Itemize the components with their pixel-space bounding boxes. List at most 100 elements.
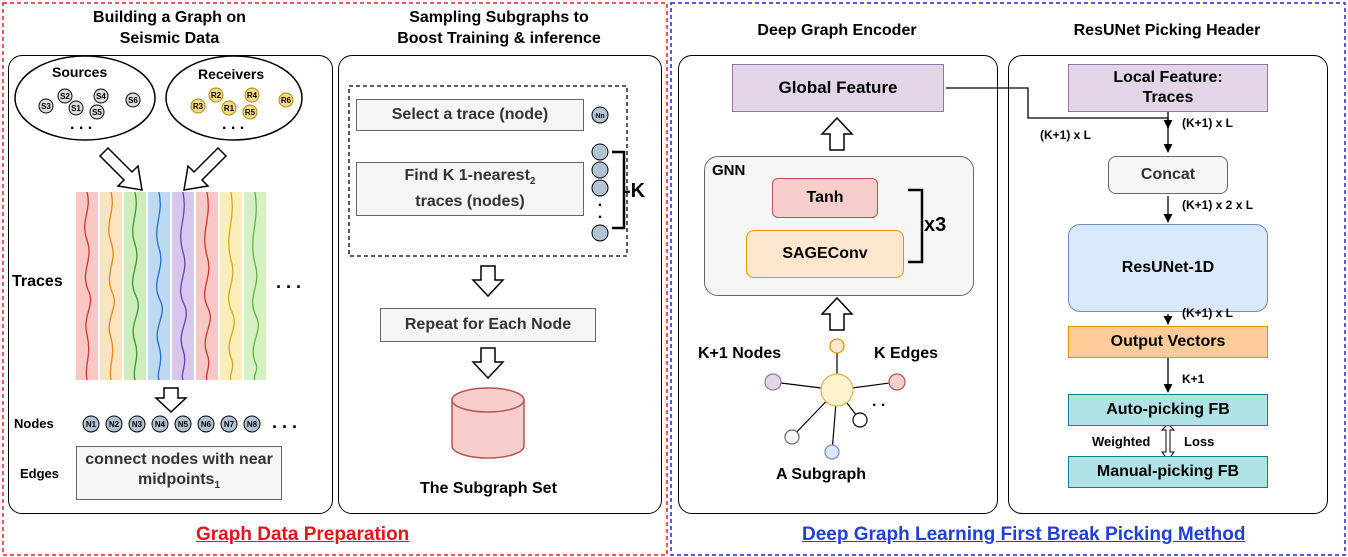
output-vectors-box: Output Vectors [1068, 326, 1268, 358]
picking-header-title: ResUNet Picking Header [1073, 22, 1261, 39]
k-node-stack [591, 143, 609, 242]
weighted-label: Weighted [1092, 434, 1151, 449]
svg-text:S1: S1 [71, 104, 81, 113]
traces-label: Traces [12, 273, 63, 290]
sources-ellipse [14, 55, 156, 141]
nodes-label: Nodes [14, 416, 54, 431]
edges-label: Edges [20, 466, 60, 481]
find-k-text2: traces (nodes) [415, 193, 525, 211]
auto-picking-text: Auto-picking FB [1106, 401, 1230, 418]
arrow-traces-to-nodes [154, 387, 188, 414]
receiver-nodes: R1 R2 R3 R4 R5 R6 [190, 87, 294, 120]
dim-concat: (K+1) x 2 x L [1182, 198, 1254, 212]
find-k-footnote: 2 [529, 176, 536, 188]
manual-picking-text: Manual-picking FB [1096, 463, 1240, 480]
edges-box: connect nodes with near midpoints1 [76, 446, 282, 500]
select-trace-text: Select a trace (node) [391, 106, 549, 123]
trace-bands [76, 192, 266, 380]
sampling-title: Sampling Subgraphs to Boost Training & i… [338, 7, 660, 49]
sageconv-box: SAGEConv [746, 230, 904, 278]
sageconv-text: SAGEConv [782, 245, 868, 262]
encoder-title: Deep Graph Encoder [757, 22, 917, 39]
svg-text:S6: S6 [128, 96, 138, 105]
gnn-label: GNN [712, 162, 746, 179]
svg-text:S2: S2 [60, 92, 70, 101]
tanh-box: Tanh [772, 178, 878, 218]
left-section-border [2, 2, 668, 556]
build-graph-title: Building a Graph on Seismic Data [8, 7, 331, 49]
source-nodes: S1 S2 S3 S4 S5 S6 [38, 88, 141, 120]
k1-nodes-label: K+1 Nodes [698, 345, 782, 362]
concat-text: Concat [1140, 166, 1196, 183]
k-edges-label: K Edges [874, 345, 939, 362]
nodes-dots: . . . [272, 412, 298, 432]
x3-bracket [908, 188, 924, 264]
local-feature-box: Local Feature: Traces [1068, 64, 1268, 112]
graph-data-prep-title[interactable]: Graph Data Preparation [196, 524, 410, 545]
subgraph-set-label: The Subgraph Set [420, 480, 557, 497]
arrow-subgraph-to-gnn [820, 296, 854, 331]
svg-text:R1: R1 [224, 104, 235, 113]
svg-text:R6: R6 [281, 96, 292, 105]
sampling-title-line2: Boost Training & inference [397, 30, 601, 47]
arrow-sources-to-traces [98, 146, 143, 191]
svg-text:S5: S5 [92, 108, 102, 117]
arrow-repeat-to-set [471, 347, 505, 380]
dim-global: (K+1) x L [1040, 128, 1092, 142]
svg-text:R3: R3 [193, 102, 204, 111]
concat-box: Concat [1108, 156, 1228, 194]
receivers-label: Receivers [198, 66, 265, 82]
x3-label: x3 [924, 214, 947, 236]
sampling-title-line1: Sampling Subgraphs to [409, 9, 589, 26]
svg-text:Nn: Nn [595, 113, 604, 120]
svg-text:. .: . . [872, 393, 885, 410]
find-k-box: Find K 1-nearest2 traces (nodes) [356, 162, 584, 216]
svg-text:N8: N8 [247, 420, 258, 429]
deep-graph-learning-title[interactable]: Deep Graph Learning First Break Picking … [802, 524, 1246, 545]
sources-label: Sources [52, 64, 108, 80]
loss-label: Loss [1184, 434, 1215, 449]
manual-picking-box: Manual-picking FB [1068, 456, 1268, 488]
resunet-text: ResUNet-1D [1121, 259, 1215, 276]
sources-dots: . . . [70, 116, 93, 133]
dim-output: K+1 [1182, 372, 1205, 386]
repeat-box: Repeat for Each Node [380, 308, 596, 342]
svg-text:S4: S4 [96, 92, 106, 101]
svg-text:N4: N4 [155, 420, 166, 429]
double-arrow-loss [1160, 423, 1176, 461]
svg-text:R2: R2 [211, 91, 222, 100]
k-label: -K [624, 180, 646, 202]
global-feature-box: Global Feature [732, 64, 944, 112]
subgraph-star [764, 338, 906, 460]
k-bracket [612, 150, 626, 230]
build-graph-title-line1: Building a Graph on [93, 9, 246, 26]
build-graph-title-line2: Seismic Data [119, 30, 220, 47]
right-section-border [670, 2, 1346, 556]
svg-text:.: . [598, 205, 602, 222]
select-trace-box: Select a trace (node) [356, 99, 584, 131]
resunet-box: ResUNet-1D [1068, 224, 1268, 312]
a-subgraph-label: A Subgraph [776, 466, 867, 483]
svg-text:N3: N3 [132, 420, 143, 429]
repeat-text: Repeat for Each Node [404, 316, 572, 333]
svg-text:.: . [598, 193, 602, 210]
edges-text: connect nodes with near midpoints [85, 450, 273, 488]
svg-text:N7: N7 [224, 420, 235, 429]
trace-waveforms [84, 191, 259, 381]
local-feature-line2: Traces [1142, 89, 1194, 106]
svg-text:N6: N6 [201, 420, 212, 429]
svg-text:N5: N5 [178, 420, 189, 429]
subgraph-set-cylinder [451, 387, 525, 459]
arrow-gnn-to-global [820, 116, 854, 151]
nn-node [591, 106, 609, 124]
global-feature-text: Global Feature [778, 78, 898, 97]
svg-text:S3: S3 [41, 102, 51, 111]
auto-picking-box: Auto-picking FB [1068, 394, 1268, 426]
svg-text:R4: R4 [247, 91, 258, 100]
dim-local: (K+1) x L [1182, 116, 1234, 130]
receivers-ellipse [165, 55, 303, 141]
edges-footnote: 1 [214, 480, 220, 492]
traces-dots: . . . [276, 272, 302, 292]
dim-resunet: (K+1) x L [1182, 306, 1234, 320]
